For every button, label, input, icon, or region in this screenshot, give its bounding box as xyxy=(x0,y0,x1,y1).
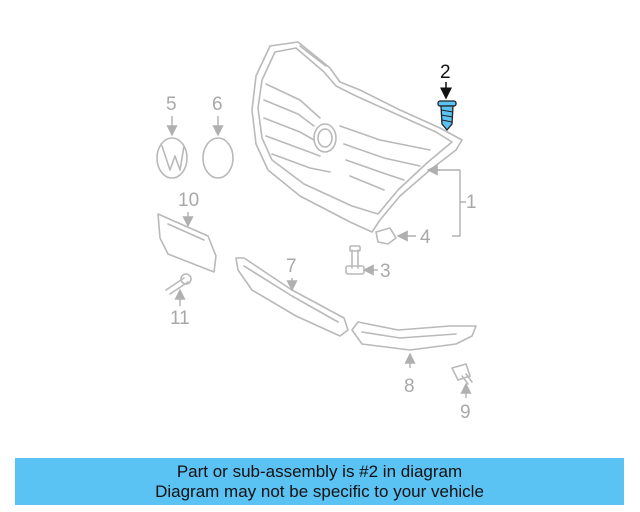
lower-grille-part-7 xyxy=(235,257,349,337)
emblem-backing-part-6 xyxy=(202,137,234,179)
parts-diagram: 2 1 4 3 5 6 10 11 7 8 9 xyxy=(156,41,477,423)
bolt-part-11 xyxy=(165,273,192,295)
emblem-part-5 xyxy=(156,137,188,179)
callout-11: 11 xyxy=(170,308,190,329)
banner-line-2: Diagram may not be specific to your vehi… xyxy=(155,481,484,501)
callout-2: 2 xyxy=(440,62,451,83)
callout-8: 8 xyxy=(404,376,415,397)
callout-4: 4 xyxy=(420,227,431,248)
banner-line-1: Part or sub-assembly is #2 in diagram xyxy=(176,461,463,481)
license-bracket-part-10 xyxy=(157,213,217,273)
callout-10: 10 xyxy=(178,190,199,211)
callout-7: 7 xyxy=(286,256,297,277)
screw-part-2 xyxy=(437,100,457,132)
info-banner: Part or sub-assembly is #2 in diagram Di… xyxy=(15,458,624,505)
grille-assembly xyxy=(251,41,463,233)
callout-9: 9 xyxy=(460,402,471,423)
lower-trim-part-8 xyxy=(351,321,477,351)
clip-part-4 xyxy=(375,227,397,245)
callout-6: 6 xyxy=(212,94,223,115)
callout-1: 1 xyxy=(466,192,477,213)
leader-lines xyxy=(166,82,472,398)
callout-3: 3 xyxy=(380,261,391,282)
callout-5: 5 xyxy=(166,94,177,115)
bolt-part-3 xyxy=(345,245,365,275)
screw-part-9 xyxy=(451,363,473,385)
